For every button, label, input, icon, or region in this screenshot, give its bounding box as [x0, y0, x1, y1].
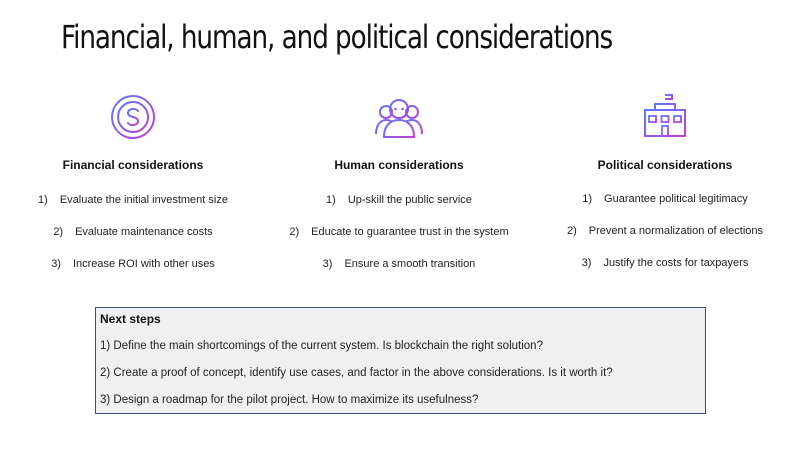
list-item: 3)Justify the costs for taxpayers: [581, 257, 749, 269]
next-steps-title: Next steps: [100, 312, 161, 326]
list-item: 2)Prevent a normalization of elections: [566, 225, 764, 237]
list-item: 2)Educate to guarantee trust in the syst…: [289, 226, 509, 238]
list-item: 3)Increase ROI with other uses: [51, 258, 215, 270]
list-item: 1)Guarantee political legitimacy: [582, 193, 748, 205]
financial-list: 1)Evaluate the initial investment size 2…: [3, 192, 263, 288]
next-step-item: 3) Design a roadmap for the pilot projec…: [100, 394, 479, 406]
list-item: 3)Ensure a smooth transition: [322, 258, 476, 270]
next-step-item: 1) Define the main shortcomings of the c…: [100, 340, 543, 352]
people-group-icon: [375, 99, 423, 138]
political-heading: Political considerations: [597, 158, 733, 172]
list-item: 1)Evaluate the initial investment size: [38, 194, 228, 206]
government-building-icon: [642, 94, 688, 137]
dollar-coin-icon: [109, 93, 157, 141]
human-heading: Human considerations: [334, 158, 464, 172]
list-item: 1)Up-skill the public service: [326, 194, 472, 206]
slide-title: Financial, human, and political consider…: [61, 18, 613, 56]
financial-heading: Financial considerations: [62, 158, 204, 172]
list-item: 2)Evaluate maintenance costs: [53, 226, 213, 238]
next-steps-box: Next steps 1) Define the main shortcomin…: [95, 307, 706, 414]
political-list: 1)Guarantee political legitimacy 2)Preve…: [535, 191, 795, 287]
next-step-item: 2) Create a proof of concept, identify u…: [100, 367, 613, 379]
human-list: 1)Up-skill the public service 2)Educate …: [269, 192, 529, 288]
